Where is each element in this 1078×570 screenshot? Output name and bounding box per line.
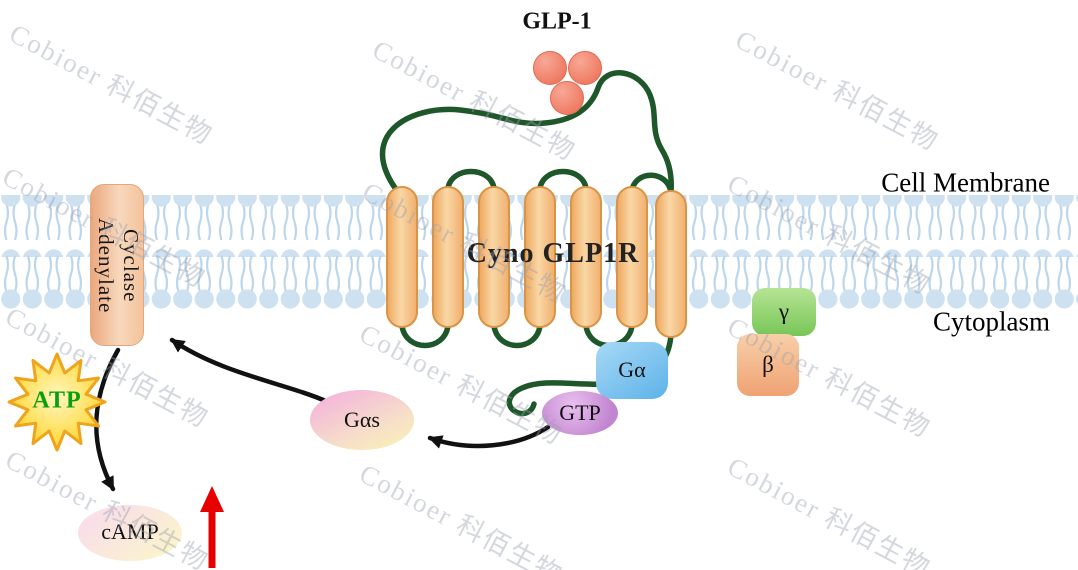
intracellular-loop-1 xyxy=(399,323,451,349)
atp-starburst xyxy=(7,352,107,452)
receptor-n-terminus-loop xyxy=(379,70,674,195)
camp-ellipse xyxy=(78,505,182,561)
receptor-helix-4 xyxy=(524,186,556,328)
receptor-helix-6 xyxy=(616,186,648,328)
adenylate-cyclase-label-line1: Adenylate xyxy=(94,218,118,314)
glp1-ligand-circle xyxy=(568,51,602,85)
extracellular-loop-1 xyxy=(445,168,497,191)
adenylate-cyclase-label-line2: Cyclase xyxy=(119,229,143,303)
arrow-gas-to-adenylate-cyclase xyxy=(169,337,331,405)
gamma-subunit-box xyxy=(752,288,816,336)
arrow-adenylate-cyclase-to-camp xyxy=(93,347,121,492)
g-alpha-s-ellipse xyxy=(310,390,414,450)
adenylate-cyclase-label: Adenylate Cyclase xyxy=(93,190,143,342)
beta-subunit-label: β xyxy=(762,352,774,377)
glp1-ligand-circle xyxy=(533,51,567,85)
signal-arrows xyxy=(93,337,551,492)
cell-membrane-label: Cell Membrane xyxy=(881,167,1050,198)
glp1-ligand-circle xyxy=(550,81,584,115)
receptor-helix-1 xyxy=(386,186,418,328)
cytoplasm-label: Cytoplasm xyxy=(932,306,1050,337)
gtp-ellipse xyxy=(542,391,618,435)
atp-label: ATP xyxy=(32,387,82,414)
arrow-gtp-to-gas xyxy=(427,424,551,449)
receptor-helix-3 xyxy=(478,186,510,328)
g-alpha-label: Gα xyxy=(618,357,646,382)
gamma-subunit-label: γ xyxy=(778,299,790,324)
extracellular-loop-3 xyxy=(629,172,674,195)
g-alpha-s-label: Gαs xyxy=(344,407,380,432)
receptor-helix-7 xyxy=(655,190,687,338)
receptor-helix-2 xyxy=(432,186,464,328)
intracellular-loop-2 xyxy=(491,323,543,349)
beta-subunit-box xyxy=(737,334,799,396)
receptor-name-label: Cyno GLP1R xyxy=(466,238,640,269)
camp-increase-arrow xyxy=(200,486,224,568)
glp1-label: GLP-1 xyxy=(522,8,592,35)
g-alpha-box xyxy=(596,342,668,399)
receptor-helix-5 xyxy=(570,186,602,328)
extracellular-loop-2 xyxy=(537,168,589,191)
gtp-label: GTP xyxy=(559,400,601,425)
camp-label: cAMP xyxy=(101,519,159,544)
adenylate-cyclase-box xyxy=(90,184,144,346)
